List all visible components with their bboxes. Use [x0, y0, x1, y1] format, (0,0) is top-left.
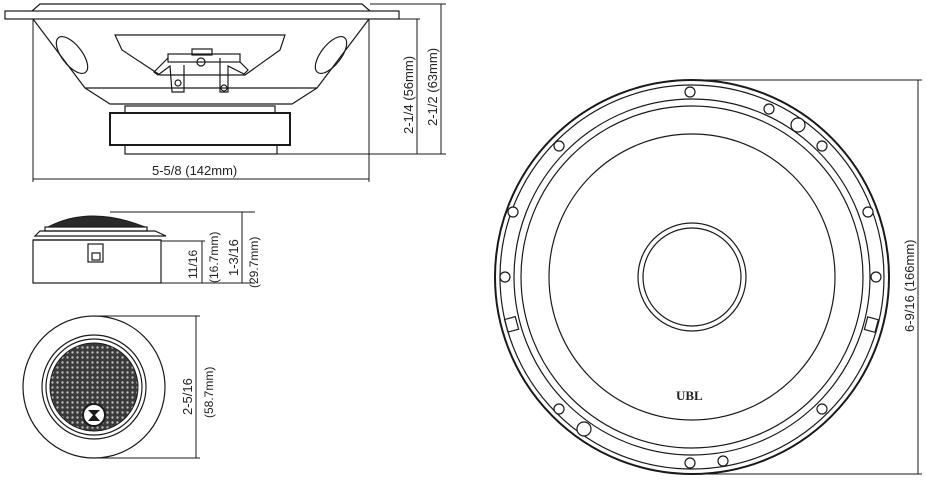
tweeter-diameter-label: 2-5/16: [180, 378, 195, 415]
tweeter-ring-inner: [45, 338, 143, 436]
woofer-overall-depth-label: 2-1/2 (63mm): [425, 48, 440, 126]
mounting-holes: [499, 86, 882, 469]
tweeter-badge-mark: [88, 410, 100, 421]
woofer-width-label: 5-5/8 (142mm): [152, 163, 237, 178]
woofer-front-view: UBL 6-9/16 (166mm): [494, 79, 922, 475]
woofer-side-view: 5-5/8 (142mm) 2-1/4 (56mm) 2-1/2 (63mm): [4, 3, 446, 182]
basket-window-right: [314, 36, 348, 74]
woofer-flange: [4, 10, 400, 20]
woofer-dust-cap-inner: [642, 227, 742, 327]
woofer-surround-outer: [513, 98, 871, 456]
woofer-mount-depth-label: 2-1/4 (56mm): [401, 56, 416, 134]
woofer-dust-cap-outer: [637, 222, 747, 332]
tweeter-mount-height-mm-label: (16.7mm): [207, 232, 221, 283]
basket-window-left: [55, 36, 89, 74]
woofer-basket-base: [84, 87, 318, 105]
back-plate: [124, 144, 278, 155]
tweeter-diameter-mm-label: (58.7mm): [202, 367, 216, 418]
tweeter-grille: [49, 342, 139, 432]
tweeter-side-view: 11/16 (16.7mm) 1-3/16 (29.7mm): [32, 211, 261, 288]
tweeter-flange: [33, 230, 167, 237]
terminal-tab-right: [863, 316, 880, 334]
woofer-frame-outer: [494, 79, 890, 475]
woofer-cone: [548, 133, 836, 421]
woofer-surround-inner: [520, 105, 864, 449]
tweeter-terminal: [87, 243, 104, 263]
woofer-flange-top: [31, 3, 371, 12]
top-plate: [124, 105, 276, 114]
terminal-tab-left: [503, 315, 520, 333]
tweeter-overall-height-label: 1-3/16: [226, 239, 241, 276]
tweeter-front-view: 2-5/16 (58.7mm): [22, 315, 216, 459]
tweeter-overall-height-mm-label: (29.7mm): [247, 237, 261, 288]
basket-center-window: [114, 34, 286, 76]
brand-logo: UBL: [676, 388, 703, 403]
tweeter-ring-outer: [41, 334, 147, 440]
speaker-terminals: [153, 48, 249, 93]
tweeter-mount-height-label: 11/16: [186, 250, 200, 279]
woofer-diameter-label: 6-9/16 (166mm): [902, 240, 917, 332]
tweeter-grille-dome: [47, 215, 146, 228]
magnet: [109, 112, 291, 146]
